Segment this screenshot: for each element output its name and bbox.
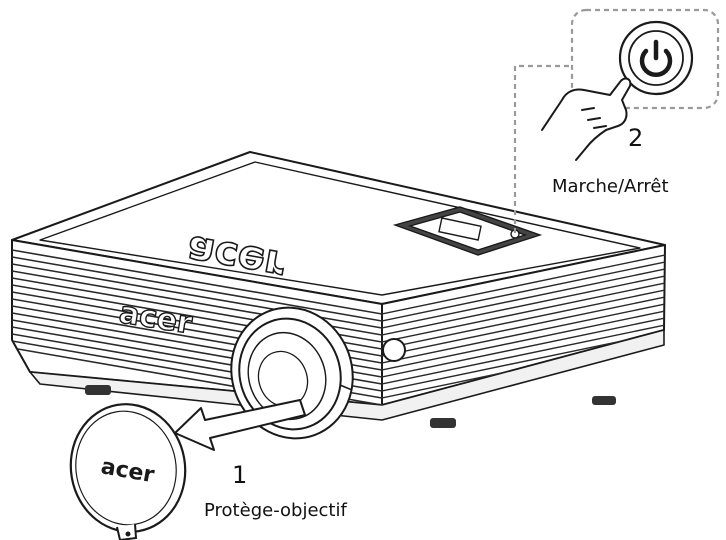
ir-sensor [382, 338, 406, 362]
lens-cap [69, 403, 187, 540]
callout-2-number: 2 [628, 124, 644, 152]
projector-top-panel [39, 161, 641, 296]
arrow-left-icon [174, 399, 306, 451]
lens-assembly [230, 306, 354, 440]
power-callout [513, 8, 720, 233]
callout-1-number: 1 [232, 461, 248, 489]
callout-2-label: Marche/Arrêt [552, 176, 669, 197]
callout-frame [570, 8, 720, 110]
callout-connector [513, 64, 572, 233]
control-keypad [392, 206, 543, 256]
hand-pointer-icon [541, 77, 632, 161]
projector-feet [85, 385, 616, 428]
callout-1-label: Protège-objectif [204, 500, 347, 521]
power-icon [639, 39, 673, 78]
